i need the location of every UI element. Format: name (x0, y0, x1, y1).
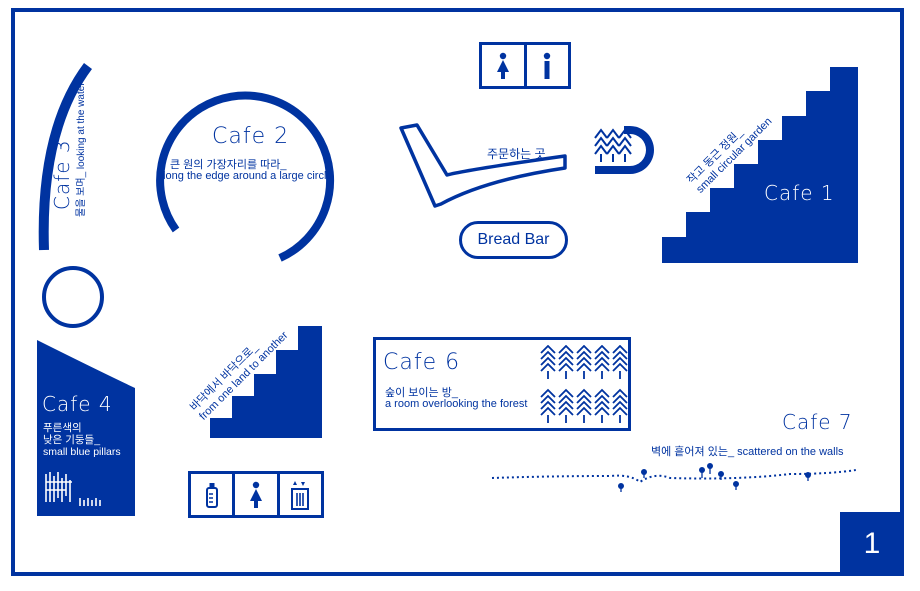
cafe3-english: looking at the water (76, 82, 87, 170)
cafe6-korean: 숲이 보이는 방_ (385, 387, 458, 399)
water-circle (42, 266, 104, 328)
cafe4-korean-2: 낮은 기둥들_ (43, 434, 101, 446)
restroom-woman-icon (482, 45, 527, 86)
order-counter-shape (399, 123, 567, 208)
cafe5-stairs (210, 326, 322, 438)
cafe7-english: scattered on the walls (737, 446, 844, 458)
cafe4-name: Cafe 4 (42, 392, 113, 416)
cafe7-wall-line (491, 463, 857, 492)
facilities-sign-bottom (188, 471, 324, 518)
cafe3-labels: Cafe 3 물을 보며_ looking at the water (50, 40, 118, 240)
cafe6-room (373, 337, 631, 431)
cafe7-name: Cafe 7 (782, 410, 853, 434)
restroom-man-icon (527, 45, 569, 86)
bread-bar: Bread Bar (459, 221, 568, 259)
cafe7-caption: 벽에 흩어져 있는_ scattered on the walls (651, 443, 844, 459)
cafe3-graphic (38, 63, 104, 328)
forest-trees-icon (540, 345, 628, 424)
cafe7-korean: 벽에 흩어져 있는_ (651, 446, 735, 458)
restroom-sign-top (479, 42, 571, 89)
cafe4-english: small blue pillars (43, 446, 121, 458)
elevator-icon (280, 474, 321, 515)
baby-bottle-icon (191, 474, 236, 515)
cafe4-korean-1: 푸른색의 (43, 422, 82, 434)
garden-semicircle (595, 126, 654, 174)
cafe3-name: Cafe 3 (50, 139, 74, 210)
page-number: 1 (840, 512, 904, 576)
woman-icon (235, 474, 280, 515)
cafe2-english: along the edge around a large circle (157, 170, 333, 182)
map-frame (11, 8, 904, 576)
order-label: 주문하는 곳 (487, 147, 546, 161)
cafe3-caption: 물을 보며_ looking at the water (72, 82, 87, 217)
cafe4-caption: 푸른색의 낮은 기둥들_ small blue pillars (43, 422, 121, 458)
cafe6-english: a room overlooking the forest (385, 398, 528, 410)
cafe2-circle-arc (156, 91, 335, 262)
garden-trees-icon (594, 126, 654, 174)
cafe2-name: Cafe 2 (212, 124, 290, 149)
cafe2-korean: 큰 원의 가장자리를 따라_ (170, 159, 287, 171)
cafe6-name: Cafe 6 (383, 350, 461, 375)
water-arc (38, 63, 93, 251)
cafe4-block (37, 340, 135, 516)
cafe3-korean: 물을 보며_ (76, 171, 87, 217)
blue-pillars-icon (45, 472, 101, 506)
cafe1-stairs (662, 67, 858, 263)
cafe1-name: Cafe 1 (764, 181, 835, 205)
